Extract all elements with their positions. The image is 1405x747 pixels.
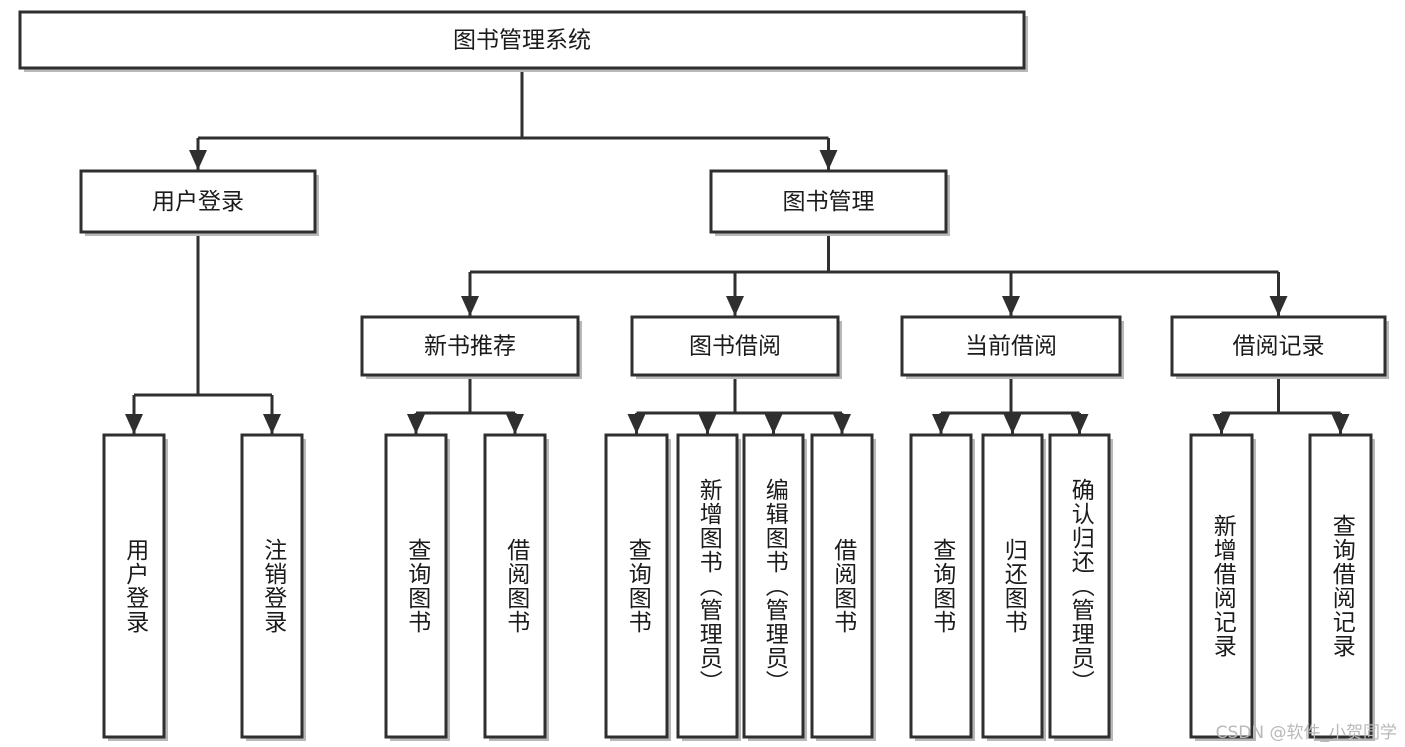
borrow-to-leaves-arrow-2 bbox=[764, 414, 783, 434]
root-to-level2-arrow-1 bbox=[819, 150, 838, 170]
login-to-leaves-arrow-0 bbox=[125, 414, 143, 434]
root-to-level2-arrow-0 bbox=[189, 150, 207, 170]
books-to-level3-arrow-0 bbox=[461, 296, 479, 316]
node-level3-box-1[interactable] bbox=[630, 315, 840, 377]
books-to-level3-arrow-3 bbox=[1269, 296, 1288, 316]
node-level2-label-0: 用户登录 bbox=[152, 189, 244, 215]
login-to-leaves-arrow-1 bbox=[263, 414, 281, 434]
node-level3-label-2: 当前借阅 bbox=[965, 334, 1057, 360]
connector-layer bbox=[125, 68, 1350, 434]
node-leaf-box-0[interactable] bbox=[102, 433, 166, 739]
books-to-level3-arrow-2 bbox=[1002, 296, 1020, 316]
current-to-leaves-arrow-1 bbox=[1003, 414, 1022, 434]
node-level3-label-1: 图书借阅 bbox=[689, 334, 781, 360]
node-leaf-box-10[interactable] bbox=[1048, 433, 1111, 739]
current-to-leaves-arrow-2 bbox=[1070, 414, 1089, 434]
box-layer bbox=[18, 10, 1389, 741]
record-to-leaves-arrow-1 bbox=[1331, 414, 1350, 434]
node-leaf-box-2[interactable] bbox=[384, 433, 448, 739]
borrow-to-leaves-arrow-0 bbox=[627, 414, 646, 434]
node-level3-box-0[interactable] bbox=[360, 315, 580, 377]
node-root-label: 图书管理系统 bbox=[453, 28, 591, 54]
record-to-leaves-arrow-0 bbox=[1212, 414, 1231, 434]
node-level3-box-3[interactable] bbox=[1170, 315, 1387, 377]
borrow-to-leaves-arrow-3 bbox=[833, 414, 851, 434]
node-level2-box-0[interactable] bbox=[79, 169, 317, 234]
node-level3-box-2[interactable] bbox=[900, 315, 1122, 377]
borrow-to-leaves-arrow-1 bbox=[698, 414, 717, 434]
node-leaf-box-6[interactable] bbox=[742, 433, 805, 739]
recommend-to-leaves-arrow-0 bbox=[407, 414, 425, 434]
current-to-leaves-arrow-0 bbox=[932, 414, 950, 434]
node-leaf-box-12[interactable] bbox=[1308, 433, 1373, 739]
node-leaf-box-3[interactable] bbox=[483, 433, 547, 739]
node-leaf-box-9[interactable] bbox=[981, 433, 1044, 739]
node-leaf-box-8[interactable] bbox=[909, 433, 973, 739]
node-leaf-box-11[interactable] bbox=[1189, 433, 1254, 739]
node-level2-box-1[interactable] bbox=[709, 169, 948, 234]
recommend-to-leaves-arrow-1 bbox=[506, 414, 524, 434]
node-leaf-box-7[interactable] bbox=[810, 433, 874, 739]
node-level3-label-0: 新书推荐 bbox=[424, 334, 516, 360]
node-level3-label-3: 借阅记录 bbox=[1233, 334, 1325, 360]
csdn-watermark: CSDN @软件_小贺同学 bbox=[1215, 723, 1397, 743]
node-leaf-box-5[interactable] bbox=[676, 433, 739, 739]
node-root-box[interactable] bbox=[18, 10, 1026, 70]
node-leaf-box-4[interactable] bbox=[604, 433, 669, 739]
node-level2-label-1: 图书管理 bbox=[783, 189, 875, 215]
books-to-level3-arrow-1 bbox=[726, 296, 744, 316]
node-leaf-box-1[interactable] bbox=[240, 433, 304, 739]
